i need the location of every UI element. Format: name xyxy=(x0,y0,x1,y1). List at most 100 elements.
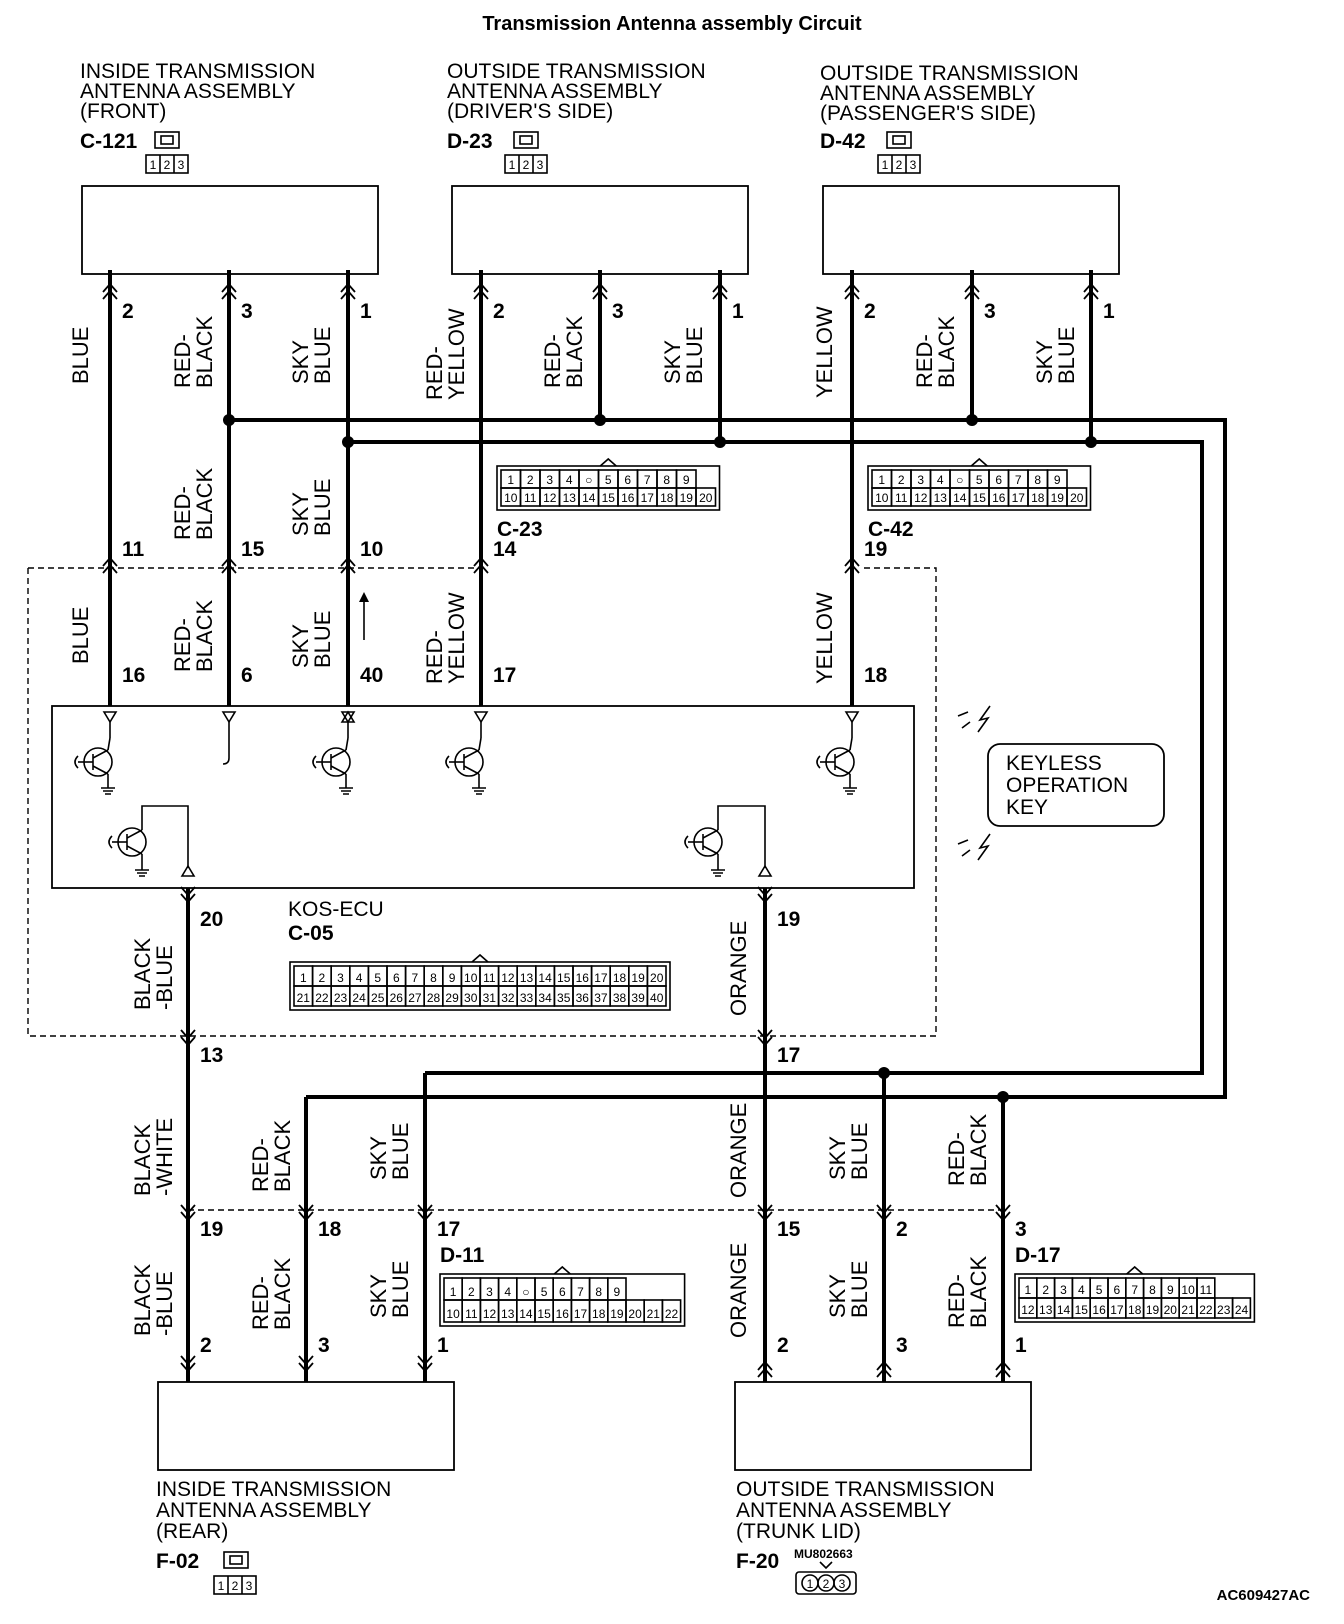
connector-pin-label: 5 xyxy=(541,1285,548,1299)
connector-pin-label: 20 xyxy=(1070,491,1084,505)
connector-pin-label: 13 xyxy=(563,491,577,505)
svg-text:(PASSENGER'S SIDE): (PASSENGER'S SIDE) xyxy=(820,102,1036,125)
svg-text:11: 11 xyxy=(122,538,145,561)
svg-text:-BLUE: -BLUE xyxy=(152,1271,177,1336)
part-number-note: MU802663 xyxy=(794,1547,853,1561)
connector-pin-label: 11 xyxy=(895,491,908,505)
connector-pin-label: 8 xyxy=(595,1285,602,1299)
connector-cell xyxy=(646,985,667,1007)
svg-text:3: 3 xyxy=(178,158,185,172)
svg-text:ORANGE: ORANGE xyxy=(726,1103,751,1198)
connector-pin-label: 14 xyxy=(582,491,596,505)
svg-text:16: 16 xyxy=(122,664,145,687)
connector-pin-label: 2 xyxy=(319,971,326,985)
connector-pin-label: 20 xyxy=(650,971,664,985)
wires-vertical xyxy=(108,270,1093,1382)
connector-pin-label: 17 xyxy=(641,491,655,505)
svg-text:(TRUNK LID): (TRUNK LID) xyxy=(736,1520,861,1543)
connector-code-d42: D-42 xyxy=(820,130,866,153)
svg-text:SKY: SKY xyxy=(660,340,685,384)
connector-pin-label: 11 xyxy=(1200,1283,1213,1297)
connector-pin-label: 24 xyxy=(352,991,366,1005)
svg-text:ANTENNA ASSEMBLY: ANTENNA ASSEMBLY xyxy=(80,80,296,103)
svg-text:1: 1 xyxy=(807,1577,814,1591)
connector-pin-label: 11 xyxy=(524,491,537,505)
svg-text:BLACK: BLACK xyxy=(130,938,155,1010)
connector-pin-label: 20 xyxy=(628,1307,642,1321)
reference-code: AC609427AC xyxy=(1217,1587,1311,1604)
connector-pin-label: 12 xyxy=(501,971,515,985)
connector-pin-label: 33 xyxy=(520,991,534,1005)
connector-pin-label: 2 xyxy=(468,1285,475,1299)
svg-text:BLUE: BLUE xyxy=(1054,327,1079,384)
svg-text:40: 40 xyxy=(360,664,383,687)
connector-pin-label: 7 xyxy=(577,1285,584,1299)
svg-text:ORANGE: ORANGE xyxy=(726,1243,751,1338)
connector-code-d23: D-23 xyxy=(447,130,493,153)
svg-text:BLACK: BLACK xyxy=(966,1114,991,1186)
connector-pin-label: 3 xyxy=(546,473,553,487)
connector-pin-label: 14 xyxy=(953,491,967,505)
connector-pin-label: 40 xyxy=(650,991,664,1005)
antenna-passenger-label: OUTSIDE TRANSMISSION ANTENNA ASSEMBLY (P… xyxy=(820,62,1079,153)
svg-text:BLUE: BLUE xyxy=(388,1261,413,1318)
svg-text:SKY: SKY xyxy=(1032,340,1057,384)
connector-pin-label: 4 xyxy=(937,473,944,487)
svg-text:RED-: RED- xyxy=(422,346,447,400)
connector-pin-label: 30 xyxy=(464,991,478,1005)
connector-pin-label: 12 xyxy=(543,491,557,505)
svg-text:BLACK: BLACK xyxy=(192,600,217,672)
svg-text:1: 1 xyxy=(150,158,157,172)
connector-pin-label: 22 xyxy=(1199,1303,1213,1317)
connector-pin-label: 21 xyxy=(1181,1303,1195,1317)
svg-text:SKY: SKY xyxy=(288,492,313,536)
connector-pin-label: 23 xyxy=(334,991,348,1005)
connector-pin-label: 6 xyxy=(995,473,1002,487)
connector-pin-label: 35 xyxy=(557,991,571,1005)
connector-pin-label: 3 xyxy=(1060,1283,1067,1297)
connector-pin-label: 8 xyxy=(1034,473,1041,487)
connector-pin-label: 18 xyxy=(1031,491,1045,505)
svg-text:RED-: RED- xyxy=(944,1274,969,1328)
svg-text:BLUE: BLUE xyxy=(847,1261,872,1318)
svg-text:OUTSIDE TRANSMISSION: OUTSIDE TRANSMISSION xyxy=(736,1478,995,1501)
ecu-connector-code: C-05 xyxy=(288,922,334,945)
connector-icon-f20: 1 2 3 xyxy=(795,1561,857,1595)
svg-text:RED-: RED- xyxy=(170,618,195,672)
svg-text:1: 1 xyxy=(509,158,516,172)
svg-text:3: 3 xyxy=(839,1577,846,1591)
connector-pin-label: 15 xyxy=(1075,1303,1089,1317)
connector-pin-label: 18 xyxy=(592,1307,606,1321)
svg-text:BLUE: BLUE xyxy=(847,1123,872,1180)
connector-pin-label: 10 xyxy=(875,491,889,505)
svg-text:KEYLESS: KEYLESS xyxy=(1006,752,1102,775)
connector-pin-label: 10 xyxy=(504,491,518,505)
kos-ecu-box xyxy=(51,705,915,889)
wire-color-labels: BLUE RED- BLACK SKY BLUE RED- YELLOW RED… xyxy=(68,306,1079,1338)
svg-text:OUTSIDE TRANSMISSION: OUTSIDE TRANSMISSION xyxy=(447,60,706,83)
antenna-driver-box xyxy=(451,185,749,275)
connector-pin-label: 4 xyxy=(1078,1283,1085,1297)
svg-text:RED-: RED- xyxy=(540,334,565,388)
connector-pin-label: 13 xyxy=(501,1307,515,1321)
svg-text:1: 1 xyxy=(882,158,889,172)
svg-text:BLUE: BLUE xyxy=(388,1123,413,1180)
connector-pin-label: 1 xyxy=(300,971,307,985)
connector-pin-label: 15 xyxy=(973,491,987,505)
svg-text:2: 2 xyxy=(493,300,505,323)
svg-text:(DRIVER'S SIDE): (DRIVER'S SIDE) xyxy=(447,100,613,123)
connector-pin-label: 16 xyxy=(1092,1303,1106,1317)
svg-text:BLACK: BLACK xyxy=(130,1264,155,1336)
connector-pin-label: 10 xyxy=(464,971,478,985)
connector-pin-label: 36 xyxy=(576,991,590,1005)
connector-pin-label: 20 xyxy=(1164,1303,1178,1317)
connector-pin-label: 22 xyxy=(315,991,329,1005)
connector-pin-label: 8 xyxy=(663,473,670,487)
connector-pin-label: 14 xyxy=(538,971,552,985)
connector-pin-label: 13 xyxy=(1039,1303,1053,1317)
connector-pin-label: 16 xyxy=(992,491,1006,505)
svg-text:BLACK: BLACK xyxy=(270,1120,295,1192)
keyless-key-label: KEYLESS OPERATION KEY xyxy=(1006,752,1128,819)
